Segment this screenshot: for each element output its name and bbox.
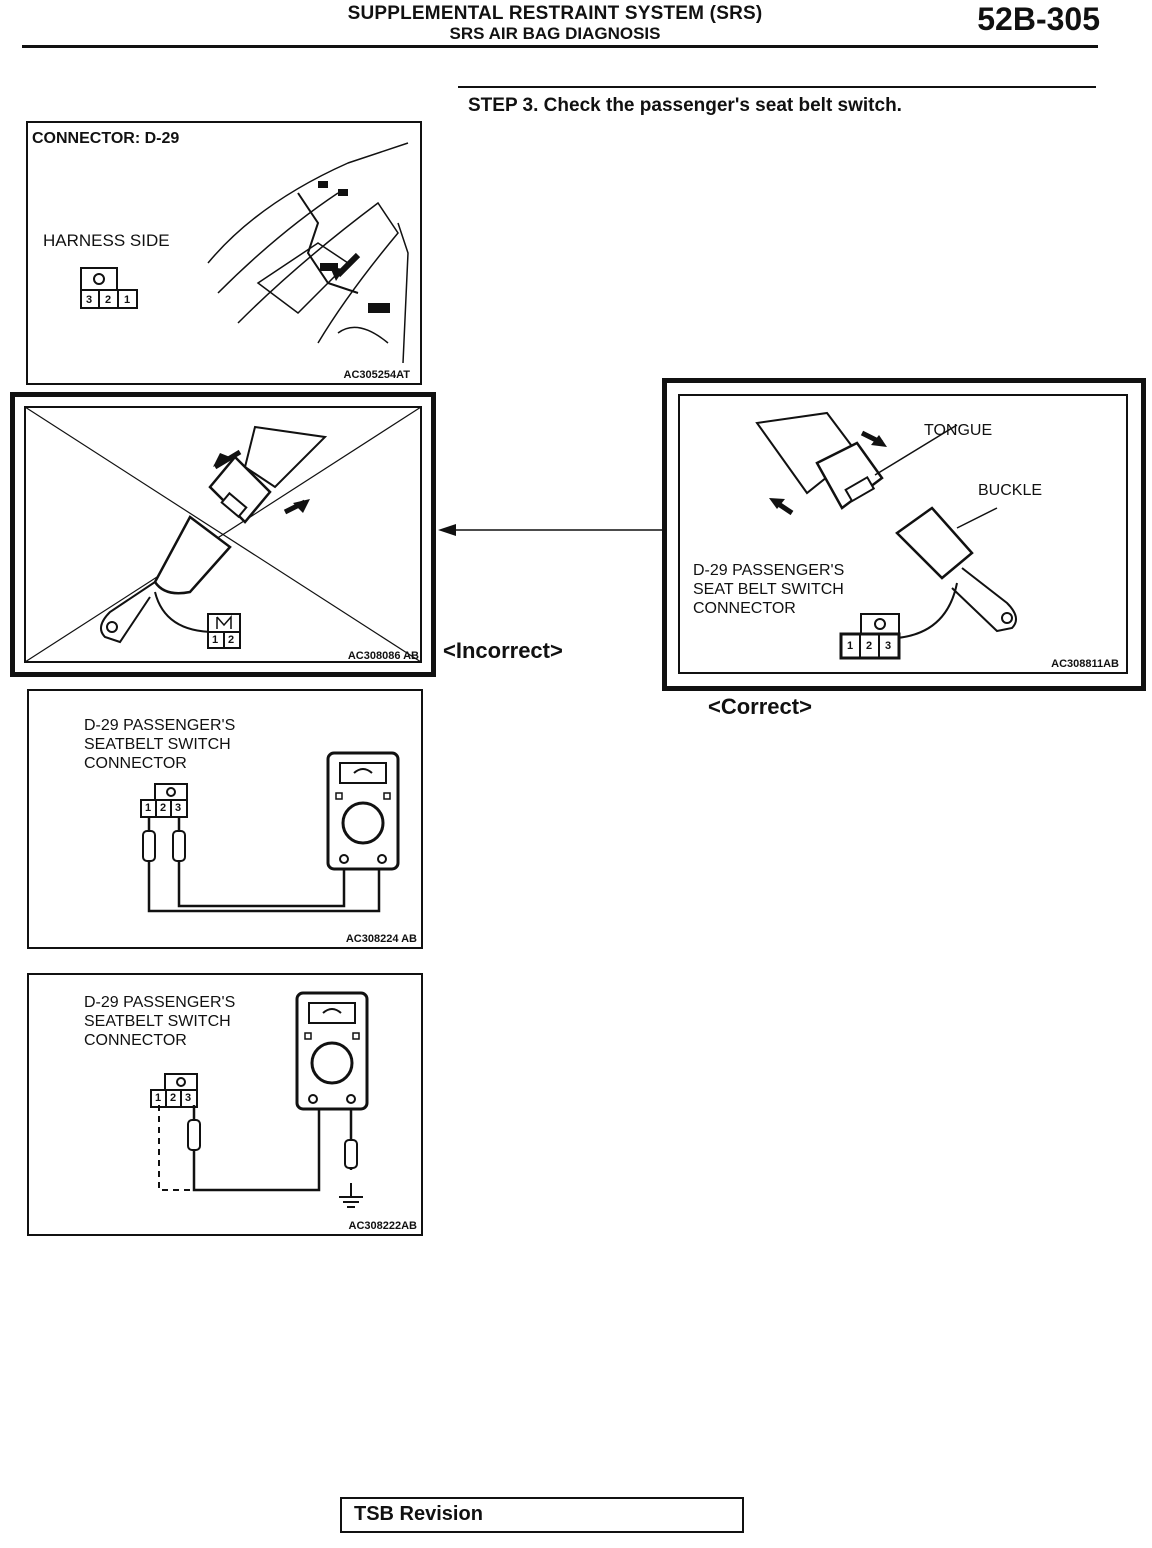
connector-icon: 1 2 (207, 613, 243, 651)
car-interior-illustration (198, 142, 418, 364)
figure-code: AC308811AB (1051, 658, 1119, 670)
tsb-revision-label: TSB Revision (354, 1503, 483, 1525)
pin-2: 2 (866, 640, 873, 652)
pin-2: 2 (105, 294, 112, 306)
test-leads (139, 1100, 379, 1220)
correct-figure: TONGUE BUCKLE D-29 PASSENGER'S SEAT BELT… (662, 378, 1146, 691)
figure-code: AC308222AB (348, 1220, 417, 1232)
incorrect-figure: 1 2 AC308086 AB (10, 392, 436, 677)
section-title: SUPPLEMENTAL RESTRAINT SYSTEM (SRS) (347, 3, 763, 24)
multimeter-icon (326, 751, 400, 871)
figure-code: AC308086 AB (347, 650, 419, 662)
connector-label: D-29 PASSENGER'S SEAT BELT SWITCH CONNEC… (693, 562, 845, 617)
meter-figure-1: D-29 PASSENGER'S SEATBELT SWITCH CONNECT… (27, 689, 423, 949)
tsb-revision-box: TSB Revision (340, 1497, 744, 1533)
ground-icon (337, 1183, 365, 1213)
figure-code: AC308224 AB (345, 933, 417, 945)
multimeter-icon (295, 991, 369, 1111)
buckle-label: BUCKLE (978, 482, 1043, 499)
section-subtitle: SRS AIR BAG DIAGNOSIS (449, 24, 661, 43)
pin-3: 3 (185, 1092, 192, 1104)
page-number: 52B-305 (977, 1, 1100, 37)
connector-title: CONNECTOR: D-29 (32, 130, 180, 147)
pin-1: 1 (145, 802, 152, 814)
tongue-label: TONGUE (924, 422, 993, 439)
meter-figure-2: D-29 PASSENGER'S SEATBELT SWITCH CONNECT… (27, 973, 423, 1236)
connector-icon: 1 2 3 (149, 1073, 199, 1109)
pin-2: 2 (170, 1092, 177, 1104)
connector-icon: 1 2 3 (139, 783, 189, 819)
test-leads (129, 811, 399, 931)
connector-icon: 1 2 3 (839, 613, 903, 661)
pin-3: 3 (86, 294, 93, 306)
step-heading: STEP 3. Check the passenger's seat belt … (468, 95, 902, 116)
step-rule (458, 86, 1096, 88)
connector-label: D-29 PASSENGER'S SEATBELT SWITCH CONNECT… (84, 717, 236, 772)
connector-figure: CONNECTOR: D-29 HARNESS SIDE 3 2 1 (26, 121, 422, 385)
connector-icon: 3 2 1 (80, 267, 140, 311)
header-rule (22, 45, 1098, 48)
pin-3: 3 (885, 640, 892, 652)
pin-2: 2 (228, 634, 235, 646)
pin-1: 1 (155, 1092, 162, 1104)
seat-belt-buckle-icon (747, 403, 1047, 653)
pin-1: 1 (847, 640, 854, 652)
pin-1: 1 (124, 294, 131, 306)
arrow-left-icon (436, 520, 666, 540)
correct-caption: <Correct> (708, 694, 812, 719)
harness-side-label: HARNESS SIDE (43, 231, 170, 250)
pin-1: 1 (212, 634, 219, 646)
pin-2: 2 (160, 802, 167, 814)
figure-code: AC305254AT (343, 369, 410, 381)
seat-belt-buckle-icon (95, 417, 355, 657)
pin-3: 3 (175, 802, 182, 814)
incorrect-caption: <Incorrect> (443, 638, 563, 663)
connector-label: D-29 PASSENGER'S SEATBELT SWITCH CONNECT… (84, 994, 236, 1049)
